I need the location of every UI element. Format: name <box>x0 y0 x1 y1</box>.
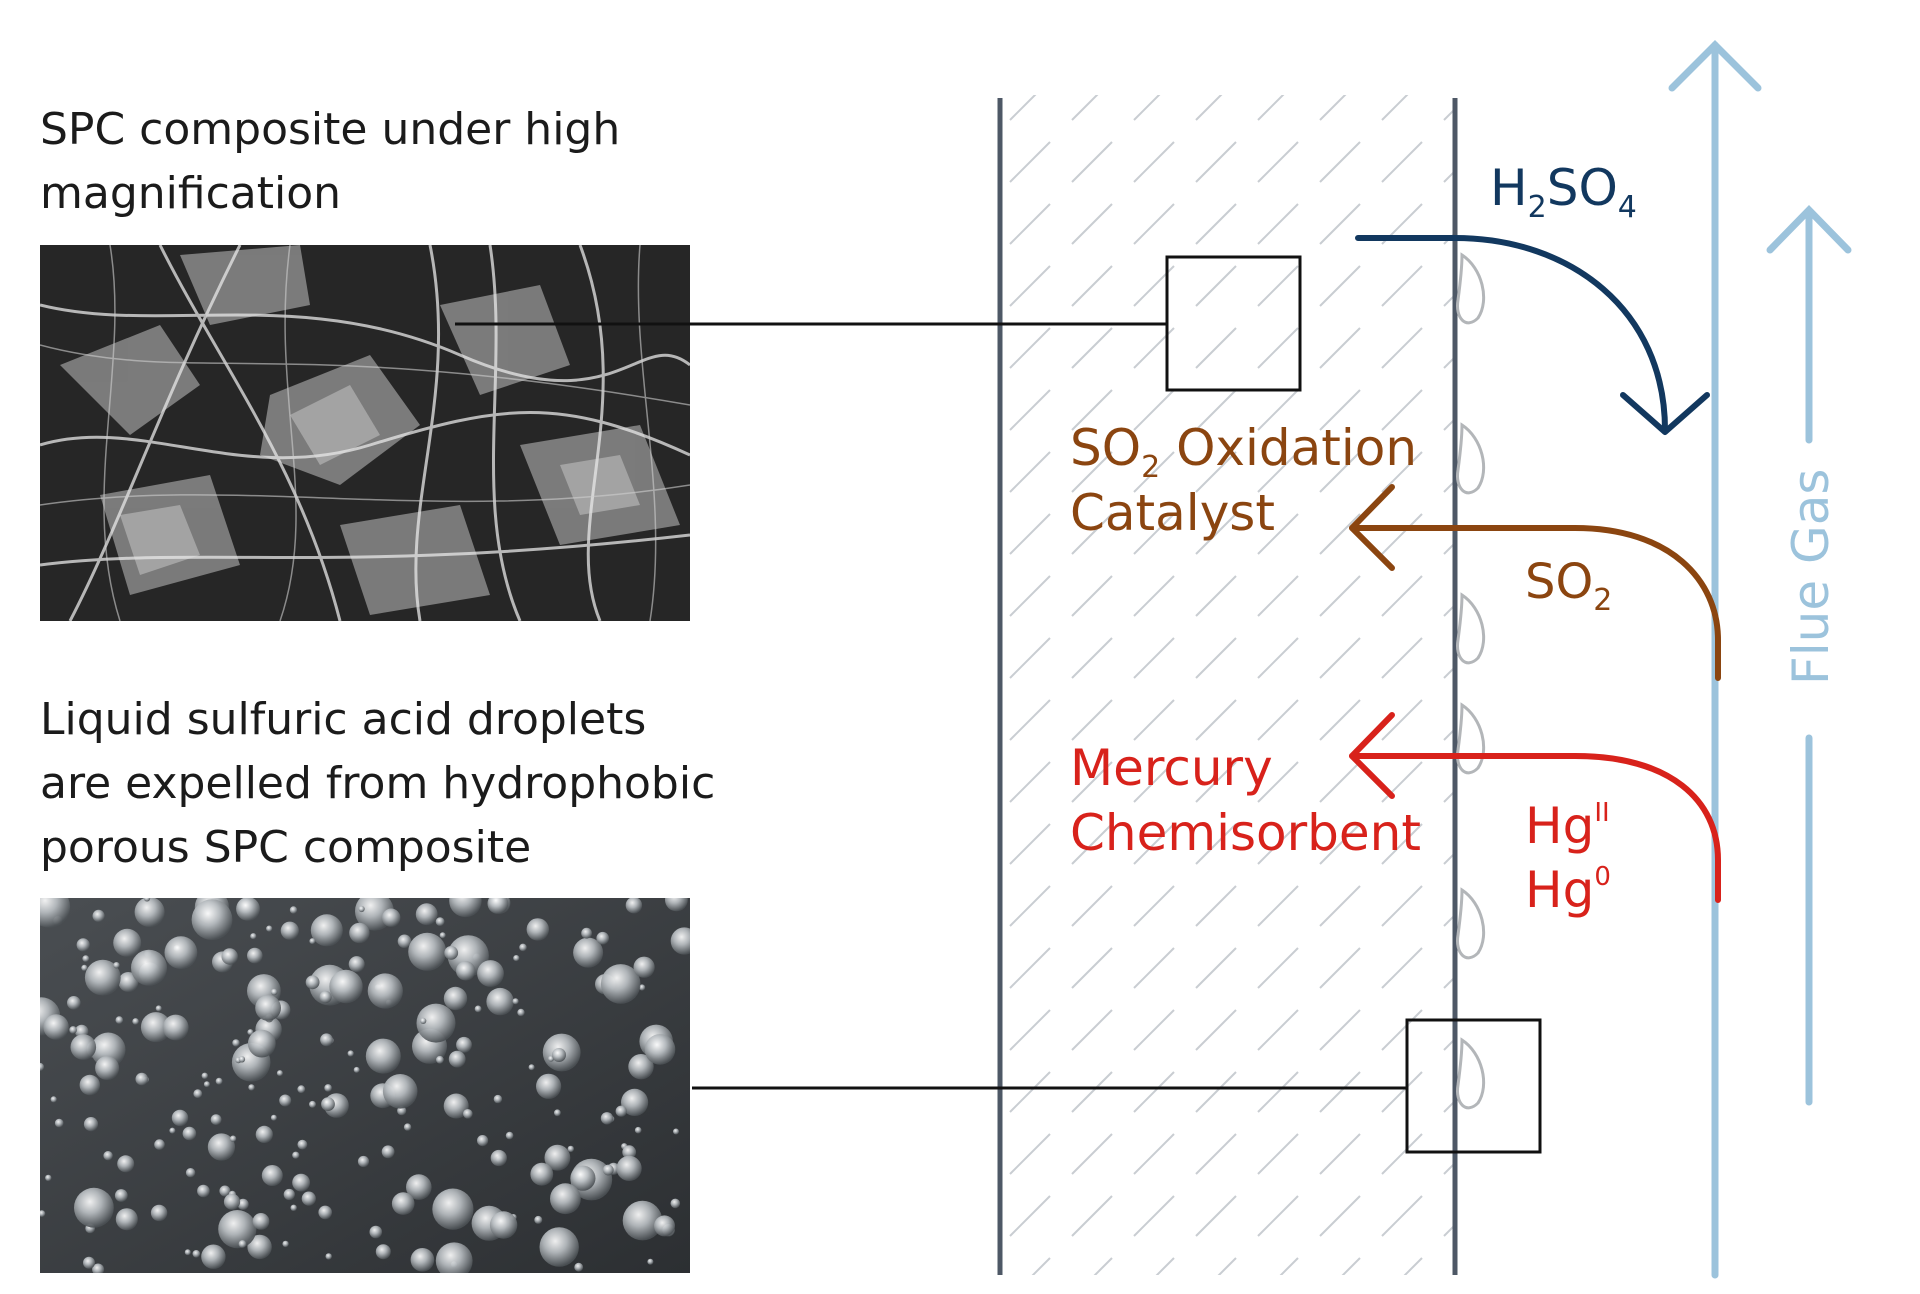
flue-gas-arrow-inner <box>1766 204 1852 1106</box>
magnification-box-bottom <box>1405 1018 1542 1154</box>
mercury-arrow <box>1349 712 1721 903</box>
sem-image <box>40 245 690 621</box>
hg-ii-label: HgII <box>1525 797 1610 855</box>
caption-bottom: Liquid sulfuric acid droplets are expell… <box>40 688 715 880</box>
mercury-label: Mercury Chemisorbent <box>1070 739 1421 862</box>
h2so4-arrow <box>1355 235 1710 435</box>
svg-text:Catalyst: Catalyst <box>1070 484 1275 542</box>
svg-text:Chemisorbent: Chemisorbent <box>1070 804 1421 862</box>
so2-label: SO2 <box>1525 554 1612 618</box>
h2so4-label: H2SO4 <box>1490 159 1637 225</box>
svg-text:H2SO4: H2SO4 <box>1490 159 1637 225</box>
caption-top: SPC composite under high magnification <box>40 98 620 226</box>
caption-top-line1: SPC composite under high <box>40 104 621 155</box>
flue-gas-label: Flue Gas <box>1782 469 1840 685</box>
caption-top-line2: magnification <box>40 168 342 219</box>
surface-droplets <box>1456 252 1486 1110</box>
caption-bottom-line2: are expelled from hydrophobic <box>40 758 716 809</box>
magnification-box-top <box>1165 255 1302 392</box>
caption-bottom-line3: porous SPC composite <box>40 822 532 873</box>
hg-0-label: Hg0 <box>1525 861 1611 919</box>
svg-text:SO2 Oxidation: SO2 Oxidation <box>1070 419 1417 485</box>
so2-arrow <box>1349 484 1721 681</box>
caption-bottom-line1: Liquid sulfuric acid droplets <box>40 694 647 745</box>
composite-wall-hatching <box>1009 95 1455 1275</box>
droplets-image <box>40 898 690 1273</box>
so2-catalyst-label: SO2 Oxidation Catalyst <box>1070 419 1417 542</box>
svg-text:Mercury: Mercury <box>1070 739 1273 797</box>
